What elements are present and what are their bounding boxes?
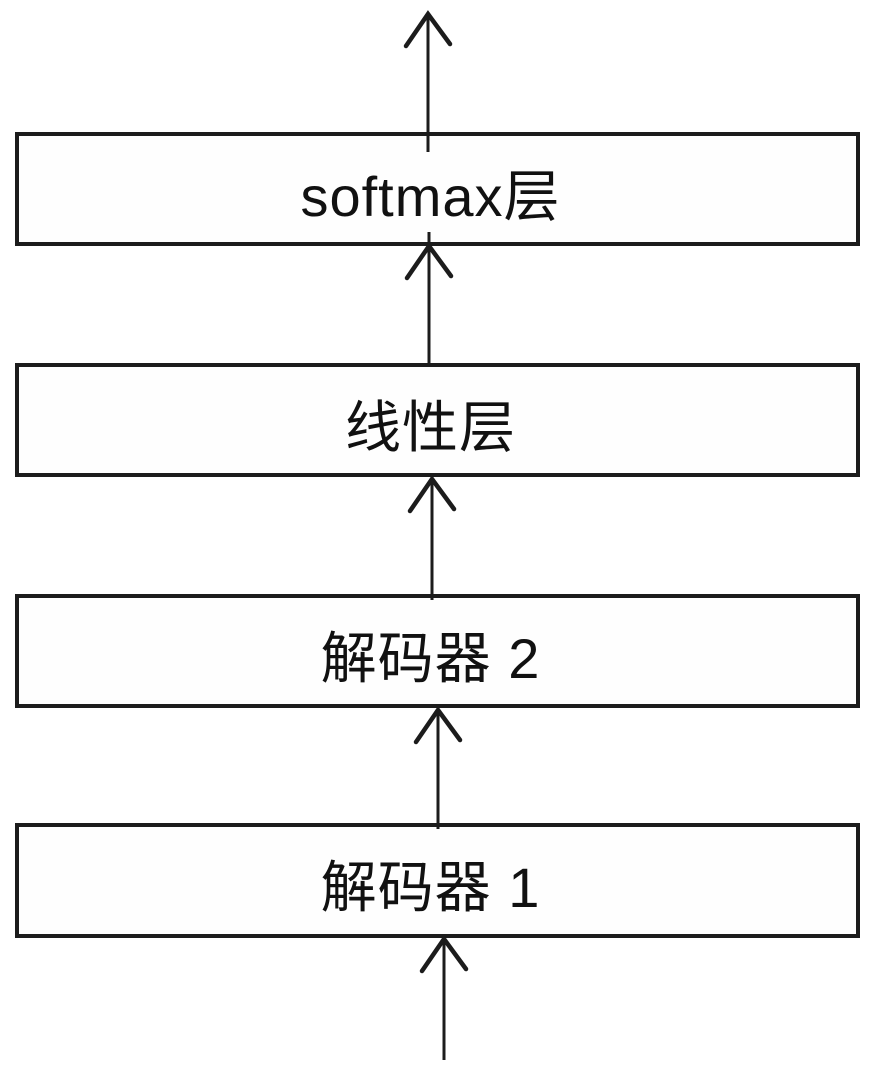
box-decoder-1: 解码器 1 xyxy=(15,823,860,938)
box-softmax-layer-label: softmax层 xyxy=(300,164,561,228)
box-decoder-2: 解码器 2 xyxy=(15,594,860,708)
arrow-up-icon xyxy=(419,935,469,1060)
box-decoder-2-label: 解码器 2 xyxy=(320,626,541,690)
arrow-up-icon xyxy=(413,706,463,829)
box-decoder-1-label: 解码器 1 xyxy=(320,856,541,919)
box-linear-layer-label: 线性层 xyxy=(345,395,516,459)
arrow-up-icon xyxy=(404,232,454,366)
box-linear-layer: 线性层 xyxy=(15,363,860,477)
arrow-up-icon xyxy=(407,475,457,600)
box-softmax-layer: softmax层 xyxy=(15,132,860,246)
